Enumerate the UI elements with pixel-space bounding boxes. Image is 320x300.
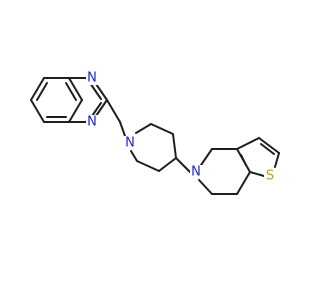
bond xyxy=(236,137,260,150)
bond xyxy=(135,123,152,134)
bond xyxy=(136,160,160,172)
bond-double-inner xyxy=(89,82,102,100)
bond xyxy=(258,137,280,154)
atom-label: N xyxy=(125,136,135,151)
atom-label: N xyxy=(87,71,97,86)
bond xyxy=(175,157,191,173)
atom-label: S xyxy=(266,169,274,184)
bond xyxy=(198,148,213,169)
bond-double-inner xyxy=(240,154,247,166)
bond xyxy=(274,152,280,168)
bond-double-inner xyxy=(65,82,77,101)
atom-n-quinoxaline-top: N xyxy=(86,71,98,86)
bond-double-inner xyxy=(36,82,48,101)
bond xyxy=(95,99,108,117)
bond xyxy=(172,133,177,159)
atom-n-piperidine: N xyxy=(124,136,136,151)
molecule-diagram: N N N N S xyxy=(30,71,280,195)
bond xyxy=(119,121,126,137)
bond xyxy=(150,123,174,135)
bond xyxy=(95,83,108,101)
atom-n-thienopyridine: N xyxy=(190,165,202,180)
atoms-layer: N N N N S xyxy=(86,71,276,184)
bond xyxy=(68,99,83,123)
atom-label: N xyxy=(87,115,97,130)
atom-label: N xyxy=(191,165,201,180)
bond xyxy=(68,77,83,101)
bond xyxy=(249,171,265,177)
bond xyxy=(236,171,251,195)
bonds-layer xyxy=(30,77,280,195)
atom-s-thiophene: S xyxy=(264,169,276,184)
bond xyxy=(198,179,213,195)
bond xyxy=(158,157,177,172)
bond xyxy=(30,77,45,101)
bond xyxy=(30,99,45,123)
bond-double-inner xyxy=(91,102,102,117)
bond xyxy=(106,99,121,123)
bond xyxy=(130,150,138,162)
bond-double-inner xyxy=(260,143,275,155)
atom-n-quinoxaline-bottom: N xyxy=(86,115,98,130)
